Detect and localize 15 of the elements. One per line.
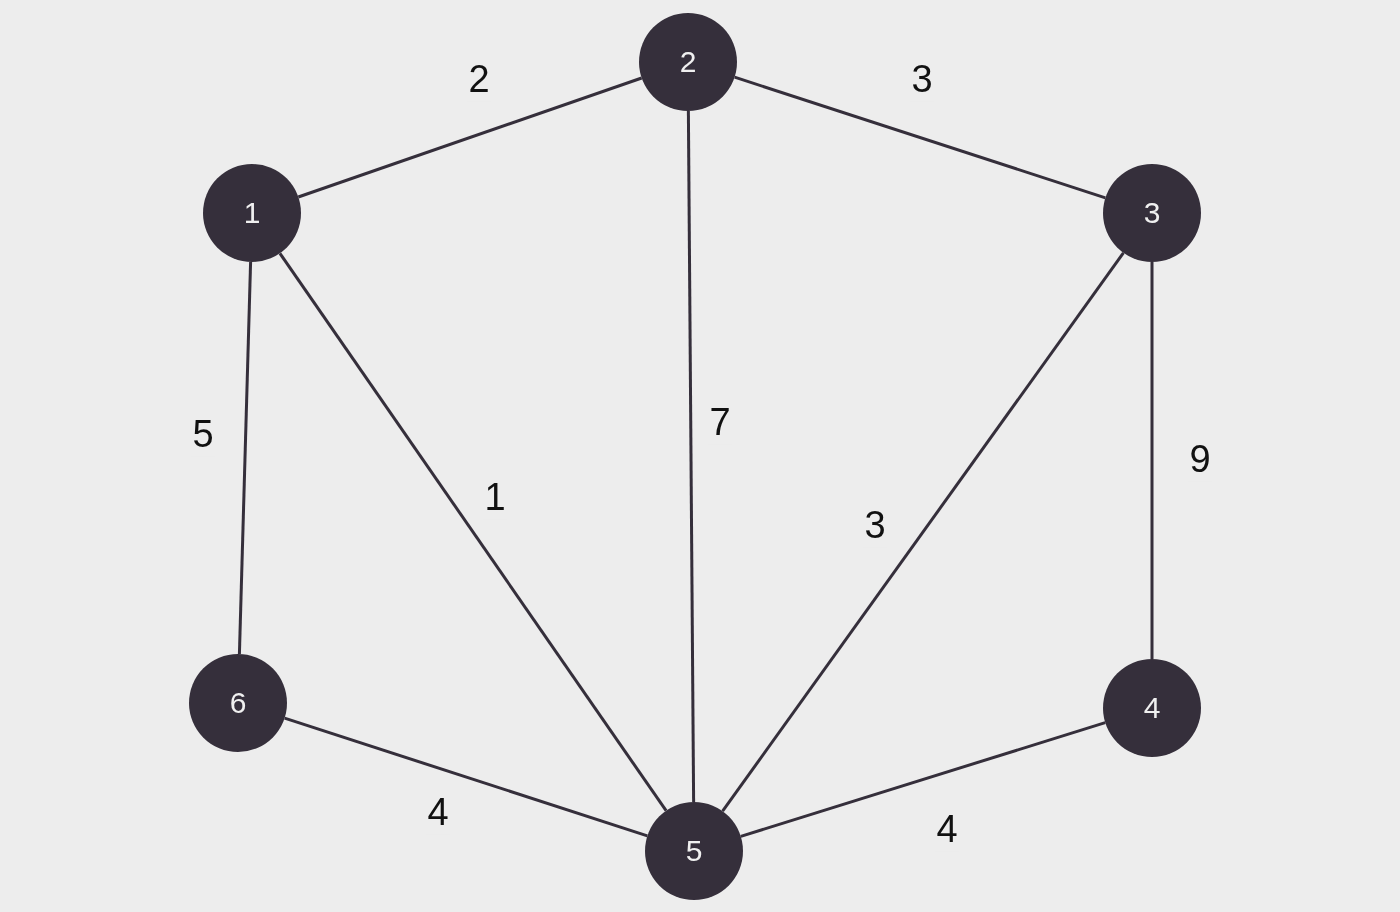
graph-edge-line <box>1150 262 1154 659</box>
node-number: 1 <box>243 196 261 230</box>
graph-edge-line <box>721 251 1125 813</box>
node-number: 4 <box>1143 691 1161 725</box>
graph-edge-line <box>740 721 1106 838</box>
node-number: 5 <box>685 834 703 868</box>
node-number: 6 <box>229 686 247 720</box>
graph-edge-line <box>297 76 643 199</box>
node-number: 2 <box>679 45 697 79</box>
graph-edge-line <box>284 716 648 838</box>
graph-edge-line <box>734 75 1106 200</box>
node-number: 3 <box>1143 196 1161 230</box>
graph-edge-line <box>278 252 668 812</box>
graph-edge-line <box>237 261 253 655</box>
graph-edge-line <box>686 111 696 802</box>
